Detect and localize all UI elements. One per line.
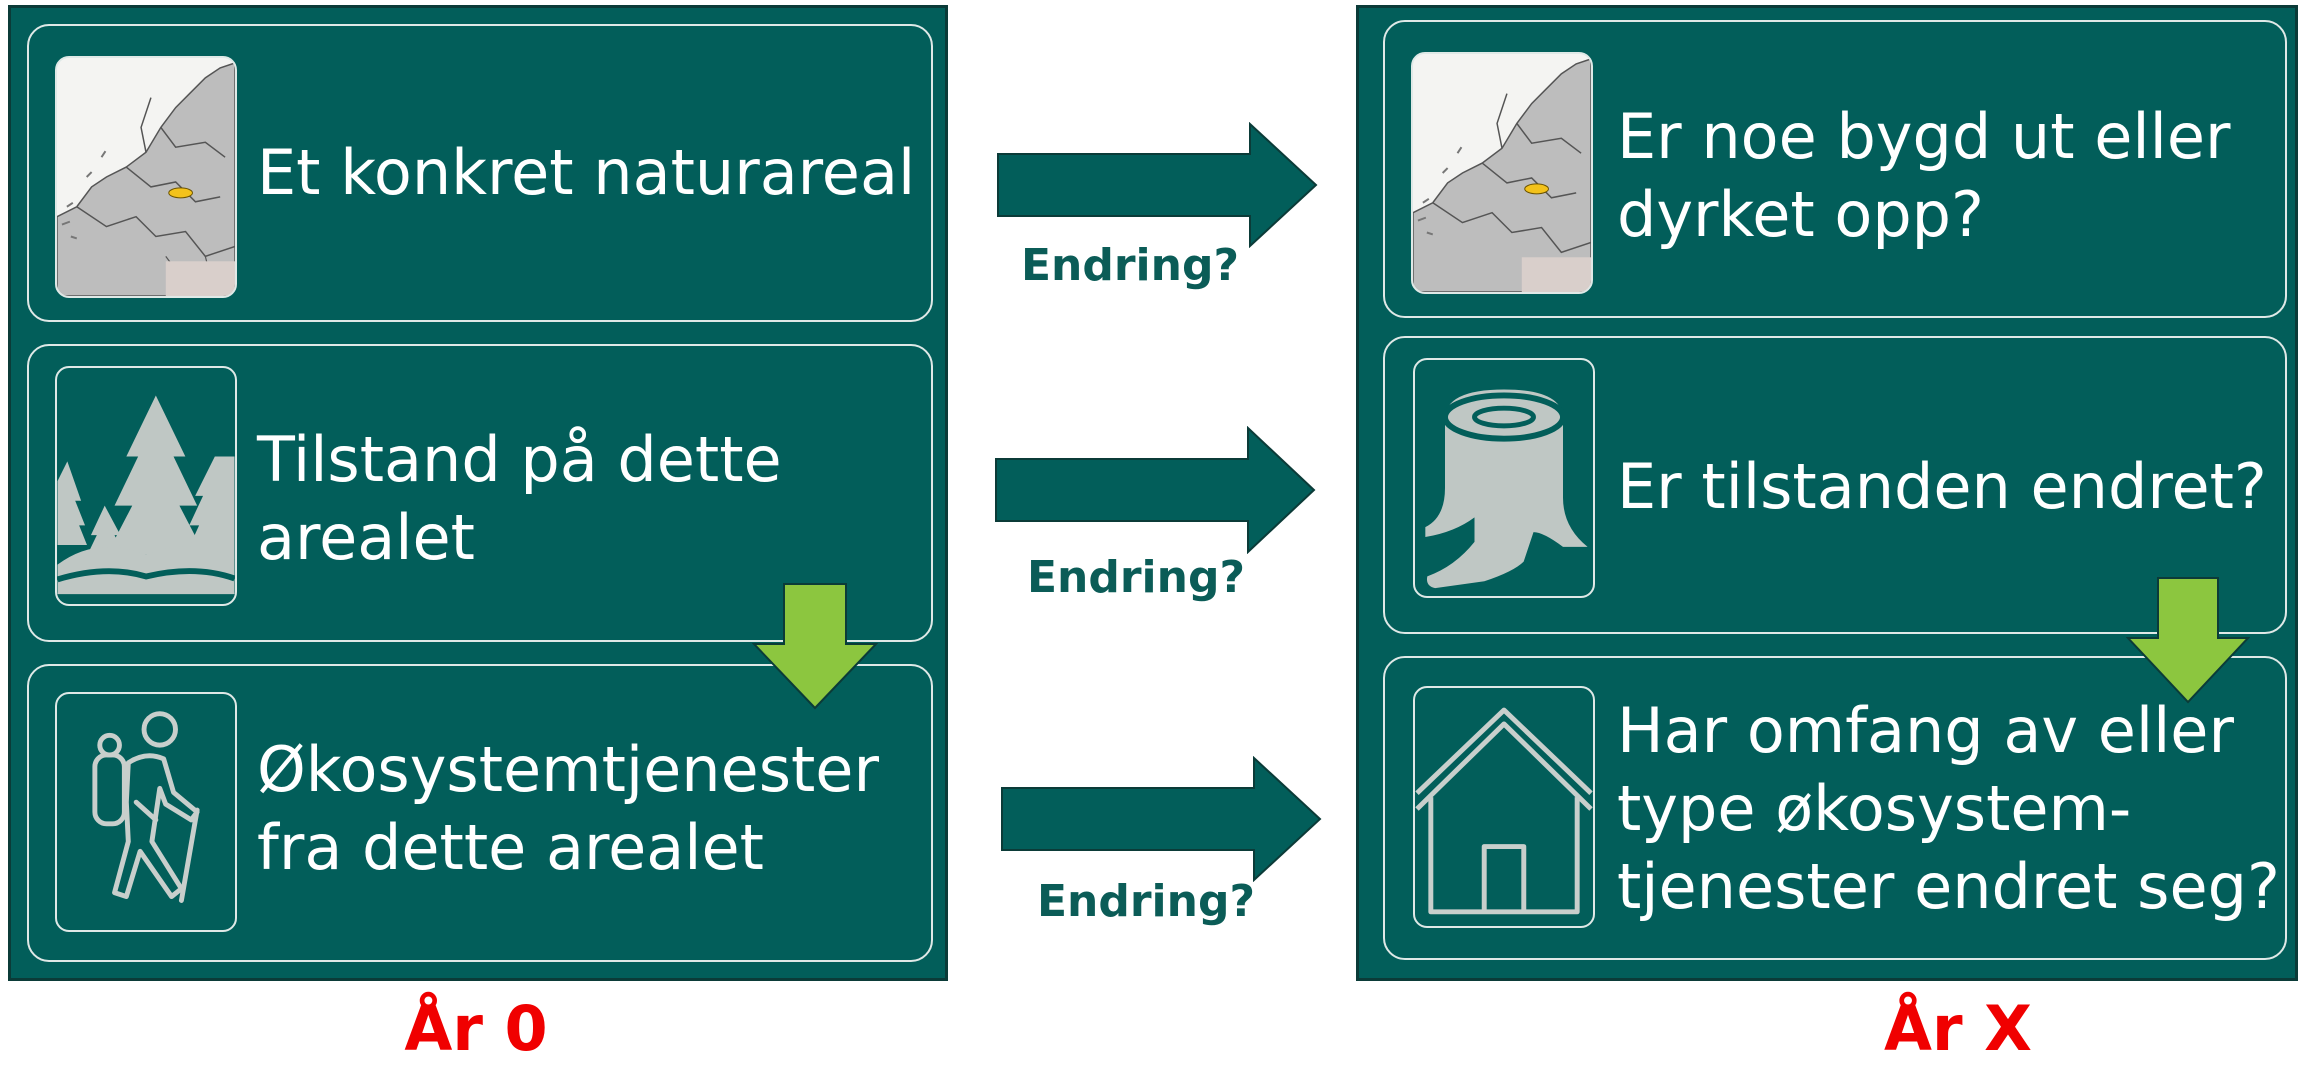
- change-arrow-3: [1000, 756, 1322, 882]
- right-down-arrow: [2126, 576, 2250, 704]
- left-card-natural-area: Et konkret naturareal: [27, 24, 933, 322]
- year-label-end: År X: [1884, 992, 2032, 1065]
- change-arrow-1: [996, 122, 1318, 248]
- map-icon: [55, 56, 237, 298]
- tree-stump-icon: [1413, 358, 1595, 598]
- left-card-ecosystem-services: Økosystemtjenester fra dette arealet: [27, 664, 933, 962]
- right-card-condition-changed: Er tilstanden endret?: [1383, 336, 2287, 634]
- right-card-services-changed: Har omfang av eller type økosystem- tjen…: [1383, 656, 2287, 960]
- change-label-3: Endring?: [1036, 876, 1255, 927]
- left-panel: Et konkret naturareal Tilstand på dette …: [8, 5, 948, 981]
- left-card-1-text: Et konkret naturareal: [257, 136, 916, 209]
- change-arrow-2: [994, 426, 1316, 554]
- change-label-1: Endring?: [1020, 240, 1239, 291]
- left-card-3-text: Økosystemtjenester fra dette arealet: [257, 733, 879, 884]
- year-label-start: År 0: [404, 992, 548, 1065]
- house-icon: [1413, 686, 1595, 928]
- right-card-built-or-cultivated: Er noe bygd ut eller dyrket opp?: [1383, 20, 2287, 318]
- map-icon: [1411, 52, 1593, 294]
- hiker-icon: [55, 692, 237, 932]
- right-card-1-text: Er noe bygd ut eller dyrket opp?: [1617, 100, 2231, 251]
- right-card-2-text: Er tilstanden endret?: [1617, 450, 2267, 523]
- left-card-condition: Tilstand på dette arealet: [27, 344, 933, 642]
- right-panel: Er noe bygd ut eller dyrket opp? Er tils…: [1356, 5, 2298, 981]
- forest-icon: [55, 366, 237, 606]
- left-down-arrow: [752, 582, 878, 710]
- right-card-3-text: Har omfang av eller type økosystem- tjen…: [1617, 694, 2280, 923]
- left-card-2-text: Tilstand på dette arealet: [257, 423, 782, 574]
- change-label-2: Endring?: [1026, 552, 1245, 603]
